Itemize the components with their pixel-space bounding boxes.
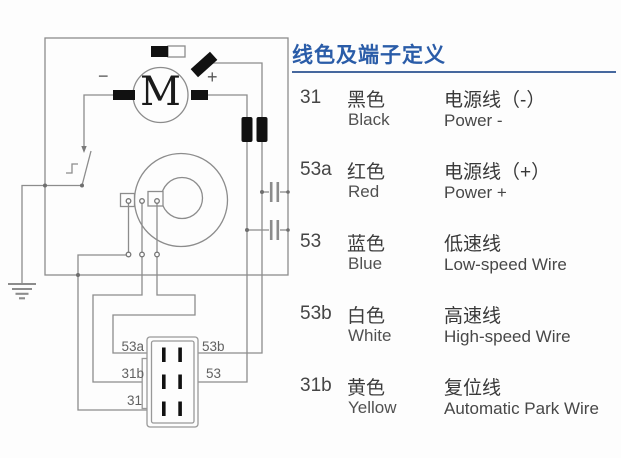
connector-pin-label-53: 53 — [206, 366, 222, 381]
terminal-id: 53a — [300, 159, 332, 180]
suppressor-choke-2 — [256, 117, 268, 142]
wire-color-en: White — [348, 326, 392, 345]
connector-pin-label-53b: 53b — [202, 339, 225, 354]
legend-title-rule — [292, 71, 616, 73]
connector-pins — [162, 347, 182, 416]
wire-31 — [77, 254, 148, 411]
wire-function-cn: 高速线 — [444, 306, 502, 327]
legend-row-53b: 53b 白色 White 高速线 High-speed Wire — [292, 301, 618, 361]
legend-title: 线色及端子定义 — [292, 44, 446, 67]
terminal-id: 31 — [300, 87, 322, 108]
wire-function-en: High-speed Wire — [444, 327, 571, 346]
wire-function-en: Automatic Park Wire — [444, 399, 599, 418]
plus-polarity-label: + — [207, 67, 218, 87]
terminal-id: 53 — [300, 231, 322, 252]
motor-frame-outline — [44, 37, 289, 276]
motor-brush-top — [190, 51, 218, 78]
thermal-fuse-body — [167, 45, 186, 58]
motor-brush-right — [191, 90, 208, 100]
connector-inner — [150, 340, 195, 424]
park-switch-blade — [81, 150, 92, 186]
junction-dots — [43, 183, 290, 277]
cam-plate-hub — [160, 176, 204, 220]
wire-function-en: Power - — [444, 111, 503, 130]
suppressor-choke-1 — [241, 117, 253, 142]
wire-53b — [198, 62, 263, 354]
minus-polarity-label: − — [98, 66, 109, 86]
connector-pin-label-31b: 31b — [121, 366, 144, 381]
wire-color-cn: 黑色 — [347, 90, 386, 111]
ground-symbol — [8, 282, 36, 300]
wire-ground — [21, 184, 82, 284]
wire-53a — [112, 257, 196, 354]
wire-53 — [198, 94, 248, 383]
switch-arrowhead — [81, 146, 87, 153]
wire-function-cn: 低速线 — [444, 234, 502, 255]
legend-row-53a: 53a 红色 Red 电源线（+） Power + — [292, 157, 618, 217]
wire-color-en: Black — [348, 110, 390, 129]
motor-brush-left — [113, 90, 135, 100]
wire-color-cn: 红色 — [347, 162, 386, 183]
wire-31b — [92, 257, 151, 383]
legend-row-31: 31 黑色 Black 电源线（-） Power - — [292, 85, 618, 145]
wire-color-en: Yellow — [348, 398, 397, 417]
wire-color-en: Blue — [348, 254, 383, 273]
connector-pin-label-31: 31 — [126, 393, 142, 408]
wire-color-en: Red — [348, 182, 380, 201]
wire-color-cn: 蓝色 — [347, 234, 386, 255]
terminal-id: 53b — [300, 303, 332, 324]
cam-pulse-symbol — [66, 163, 78, 174]
terminal-id: 31b — [300, 375, 332, 396]
wiring-diagram — [8, 37, 290, 428]
wire-function-cn: 电源线（+） — [444, 162, 551, 183]
wire-color-cn: 白色 — [347, 306, 386, 327]
wire-left-brush — [83, 94, 113, 146]
motor-letter: M — [140, 69, 181, 115]
wire-color-cn: 黄色 — [347, 378, 386, 399]
wire-function-cn: 电源线（-） — [444, 90, 546, 111]
thermal-fuse-black — [151, 46, 168, 57]
wire-function-en: Low-speed Wire — [444, 255, 567, 274]
legend-row-53: 53 蓝色 Blue 低速线 Low-speed Wire — [292, 229, 618, 289]
wire-function-cn: 复位线 — [444, 378, 502, 399]
connector-pin-label-53a: 53a — [121, 339, 144, 354]
wire-function-en: Power + — [444, 183, 507, 202]
legend-row-31b: 31b 黄色 Yellow 复位线 Automatic Park Wire — [292, 373, 618, 433]
